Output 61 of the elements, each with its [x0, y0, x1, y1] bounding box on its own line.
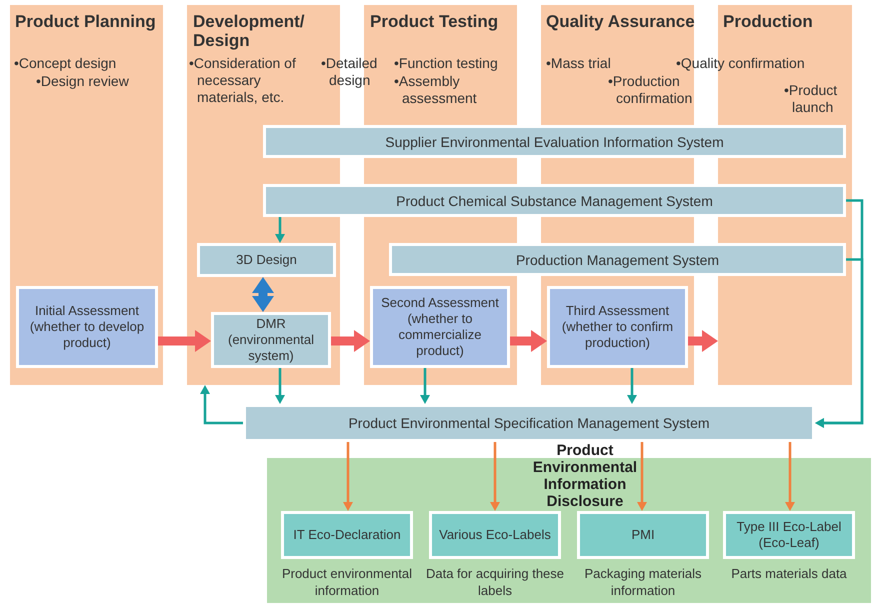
system-bar — [263, 125, 846, 158]
box-label: DMR (environmental system) — [227, 316, 315, 364]
arrow — [275, 217, 285, 243]
box-label: PMI — [631, 527, 655, 543]
bullet-item: •Mass trial — [546, 55, 612, 72]
node-label: Packaging materials information — [583, 565, 703, 599]
arrow — [815, 258, 864, 428]
arrow — [637, 442, 647, 511]
arrow — [688, 330, 718, 352]
phase-heading: Product Testing — [370, 12, 500, 31]
box-label: IT Eco-Declaration — [293, 527, 401, 543]
assessment-box — [16, 286, 158, 368]
bullet-item: •Function testing — [394, 55, 499, 72]
bullet-item: •Consideration of necessary materials, etc. — [189, 55, 297, 106]
arrow — [200, 385, 243, 424]
bullet-item: •Assembly assessment — [394, 73, 478, 107]
box-label: Various Eco-Labels — [439, 527, 551, 543]
box-label: Initial Assessment (whether to develop product) — [28, 303, 146, 351]
box-label: 3D Design — [236, 252, 297, 268]
arrow — [275, 368, 285, 404]
system-bar — [197, 243, 336, 277]
bullet-item: •Concept design — [14, 55, 118, 72]
box-label: Product Chemical Substance Management System — [396, 192, 713, 208]
assessment-box — [547, 286, 688, 368]
bullet-item: •Detailed design — [321, 55, 378, 89]
system-bar — [389, 243, 846, 276]
bullet-item: •Design review — [36, 73, 130, 90]
arrow — [252, 277, 274, 312]
arrow — [785, 442, 795, 511]
system-bar — [263, 184, 846, 217]
arrow — [420, 368, 430, 404]
bullet-item: •Product launch — [784, 82, 838, 116]
phase-heading: Development/ Design — [193, 12, 306, 50]
box-label: Supplier Environmental Evaluation Information System — [385, 134, 724, 150]
label-box — [429, 511, 561, 559]
label-box — [577, 511, 709, 559]
node-label: Data for acquiring these labels — [424, 565, 566, 599]
label-box — [281, 511, 413, 559]
phase-heading: Product Planning — [15, 12, 157, 31]
box-label: Third Assessment (whether to confirm production) — [560, 303, 674, 351]
system-bar — [211, 312, 331, 368]
arrow — [490, 442, 500, 511]
arrow — [627, 368, 637, 404]
assessment-box — [370, 286, 510, 368]
box-label: Type III Eco-Label (Eco-Leaf) — [736, 519, 842, 551]
arrow — [158, 330, 211, 352]
phase-heading: Production — [723, 12, 814, 31]
system-bar — [243, 404, 815, 442]
bullet-item: •Quality confirmation — [676, 55, 806, 72]
box-label: Product Environmental Specification Management System — [348, 415, 710, 431]
phase-column — [10, 5, 163, 385]
arrow — [343, 442, 353, 511]
box-label: Production Management System — [516, 252, 720, 268]
node-label: Parts materials data — [730, 565, 848, 582]
arrow — [510, 330, 547, 352]
label-box — [723, 511, 855, 559]
arrow — [331, 330, 370, 352]
bullet-item: •Production confirmation — [608, 73, 694, 107]
box-label: Second Assessment (whether to commercialize product) — [380, 295, 500, 359]
node-label: Product environmental information — [280, 565, 414, 599]
panel-title: Product Environmental Information Disclosure — [532, 442, 638, 510]
